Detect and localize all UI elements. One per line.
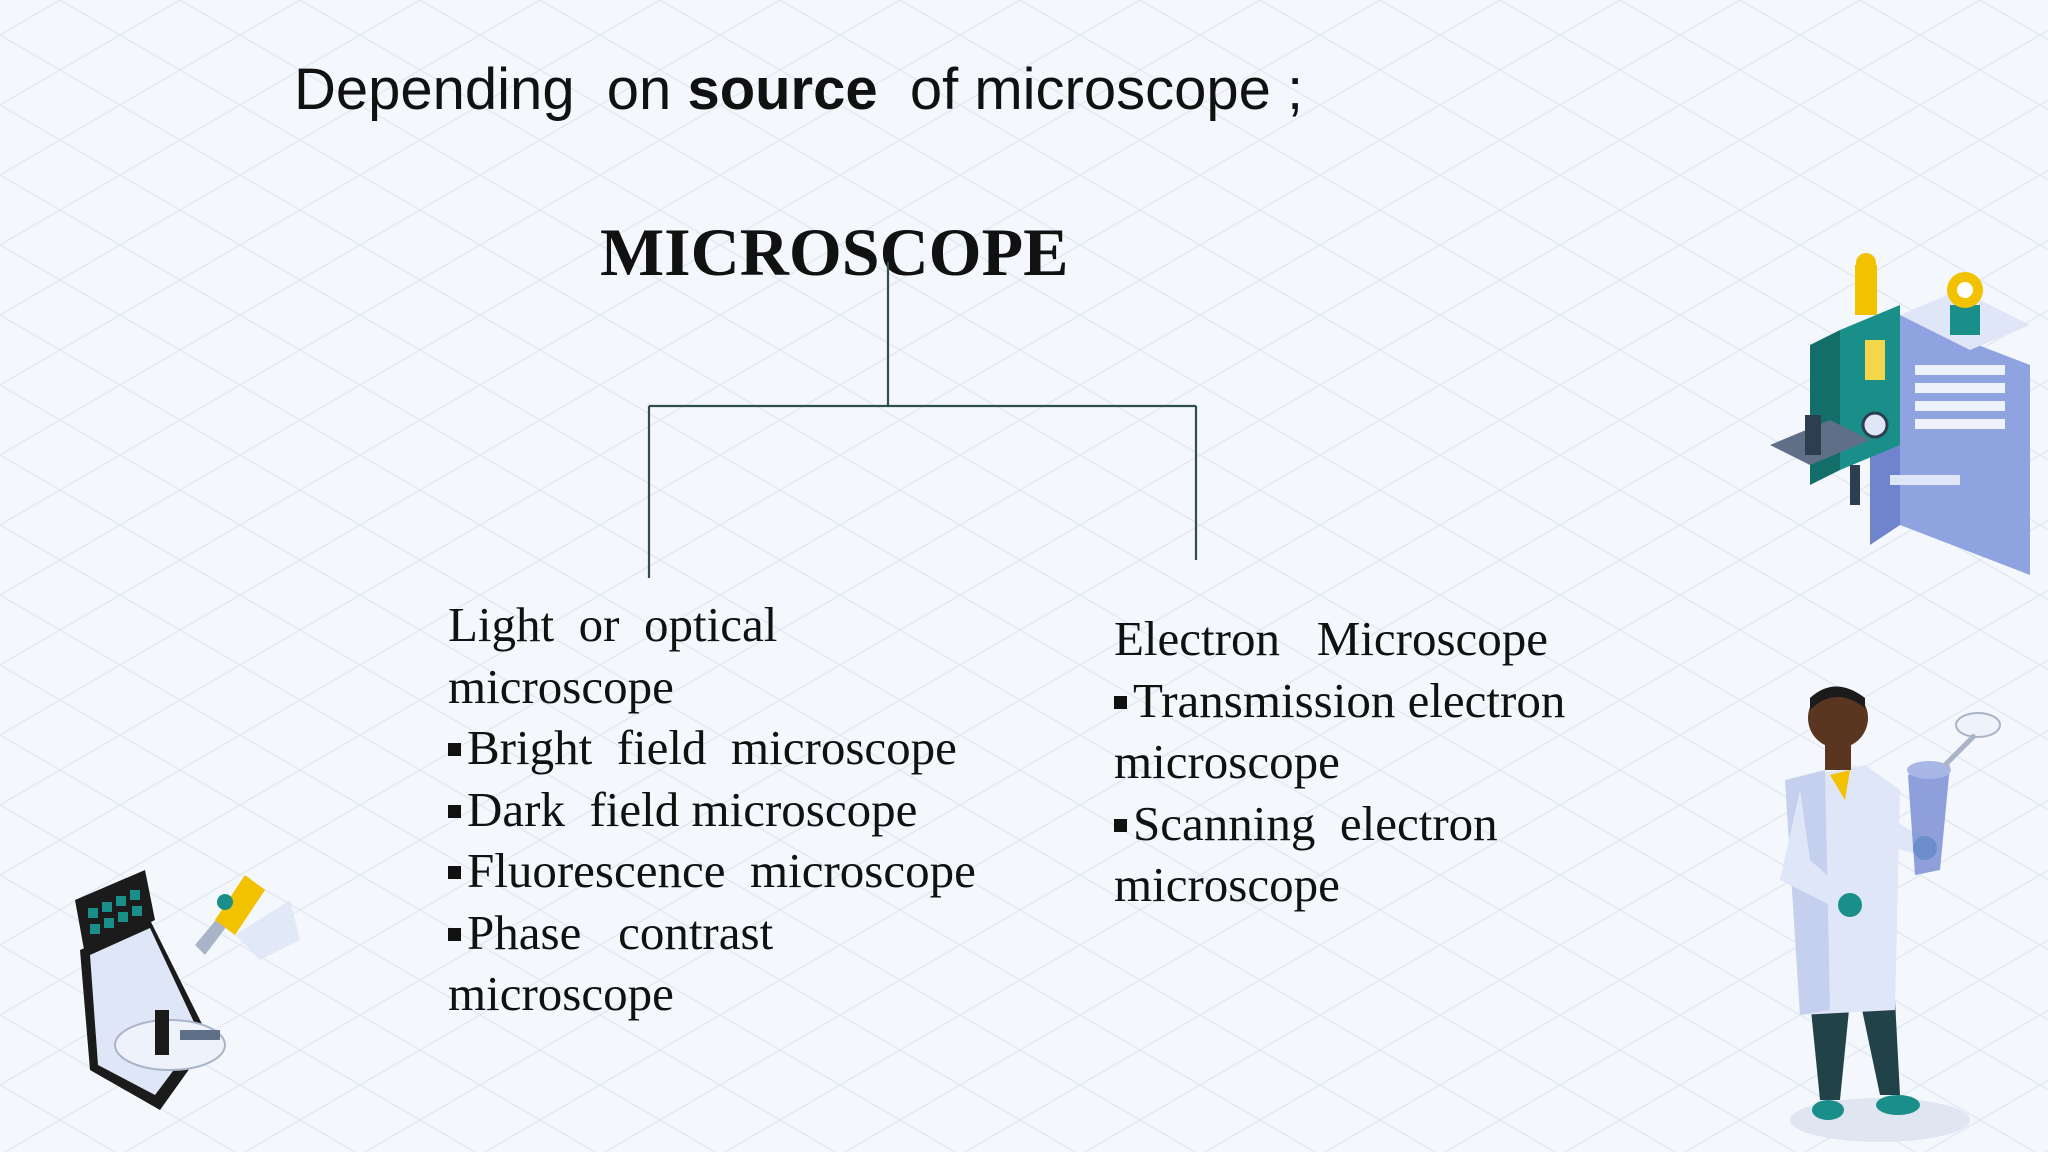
list-item: Phase contrast: [448, 902, 1048, 964]
branch-left-title-2: microscope: [448, 658, 674, 714]
list-item-continuation: microscope: [1114, 734, 1340, 789]
heading-part-1: Depending on: [294, 57, 688, 122]
scientist-illustration: [1780, 686, 2001, 1142]
lab-equipment-illustration: [1770, 253, 2030, 575]
pipette-machine-illustration: [75, 870, 300, 1110]
slide-heading: Depending on source of microscope ;: [294, 58, 1303, 122]
list-item-continuation: microscope: [448, 966, 674, 1021]
branch-light-microscope: Light or optical microscope Bright field…: [448, 594, 1048, 1025]
list-item: Fluorescence microscope: [448, 840, 1048, 902]
root-node-title: MICROSCOPE: [600, 214, 1069, 290]
branch-left-title-1: Light or optical: [448, 597, 778, 652]
heading-part-2: of microscope ;: [877, 57, 1304, 122]
list-item: Transmission electron: [1114, 670, 1674, 732]
list-item: Dark field microscope: [448, 779, 1048, 841]
branch-right-title: Electron Microscope: [1114, 611, 1549, 666]
list-item: Bright field microscope: [448, 717, 1048, 779]
branch-electron-microscope: Electron Microscope Transmission electro…: [1114, 608, 1674, 916]
list-item-continuation: microscope: [1114, 857, 1340, 912]
list-item: Scanning electron: [1114, 793, 1674, 855]
heading-bold-word: source: [687, 57, 878, 122]
